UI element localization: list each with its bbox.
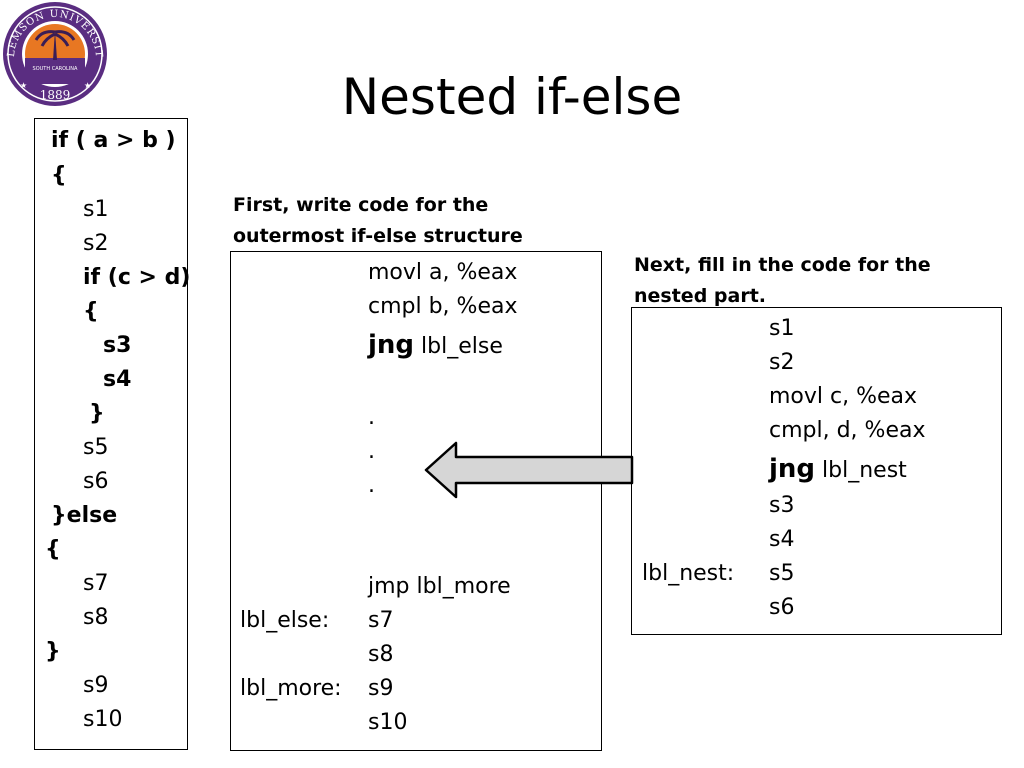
slide-title: Nested if-else <box>341 68 683 126</box>
code-line: cmpl b, %eax <box>368 294 518 319</box>
source-line: s3 <box>103 333 132 358</box>
nested-caption-line2: nested part. <box>634 285 766 307</box>
source-code-box <box>34 118 188 750</box>
source-line: { <box>45 537 61 562</box>
outer-code-box <box>230 251 602 751</box>
code-label: lbl_more: <box>240 676 342 701</box>
code-keyword: jng <box>368 330 415 360</box>
svg-text:★: ★ <box>84 81 91 90</box>
code-operand: lbl_else <box>414 334 503 359</box>
logo-text-state: SOUTH CAROLINA <box>33 66 78 72</box>
source-line: { <box>83 299 99 324</box>
code-line: cmpl, d, %eax <box>769 418 926 443</box>
code-line: s8 <box>368 642 394 667</box>
code-line: s6 <box>769 595 795 620</box>
source-line: s10 <box>83 707 123 732</box>
source-line: s7 <box>83 571 109 596</box>
logo-year: 1889 <box>40 88 71 102</box>
code-line: movl a, %eax <box>368 260 518 285</box>
code-line: movl c, %eax <box>769 384 918 409</box>
outer-caption-line2: outermost if-else structure <box>233 225 523 247</box>
source-line: s1 <box>83 197 109 222</box>
nested-caption-line1: Next, fill in the code for the <box>634 254 931 276</box>
left-arrow-icon <box>424 441 634 499</box>
code-line: s10 <box>368 710 408 735</box>
outer-caption-line1: First, write code for the <box>233 194 489 216</box>
code-label: lbl_nest: <box>642 561 735 586</box>
source-line: s9 <box>83 673 109 698</box>
code-line: . <box>368 439 375 464</box>
code-line: jng lbl_else <box>368 330 503 362</box>
source-line: { <box>51 163 67 188</box>
source-line: s8 <box>83 605 109 630</box>
source-line: s4 <box>103 367 132 392</box>
code-line: s4 <box>769 527 795 552</box>
source-line: s2 <box>83 231 109 256</box>
clemson-logo: SOUTH CAROLINA 1889 CLEMSON UNIVERSITY ★… <box>0 0 107 106</box>
code-line: jng lbl_nest <box>769 454 907 486</box>
source-line: s6 <box>83 469 109 494</box>
code-label: lbl_else: <box>240 608 330 633</box>
source-line: if (c > d) <box>83 265 191 290</box>
code-line: . <box>368 473 375 498</box>
code-line: s9 <box>368 676 394 701</box>
source-line: s5 <box>83 435 109 460</box>
code-line: s5 <box>769 561 795 586</box>
code-line: s1 <box>769 316 795 341</box>
source-line: }else <box>51 503 118 528</box>
code-line: s3 <box>769 493 795 518</box>
svg-text:★: ★ <box>20 81 27 90</box>
source-line: } <box>45 639 61 664</box>
code-line: jmp lbl_more <box>368 574 511 599</box>
code-line: s2 <box>769 350 795 375</box>
source-line: if ( a > b ) <box>51 128 176 153</box>
code-keyword: jng <box>769 454 816 484</box>
code-line: . <box>368 405 375 430</box>
source-line: } <box>89 401 105 426</box>
code-operand: lbl_nest <box>815 458 907 483</box>
code-line: s7 <box>368 608 394 633</box>
